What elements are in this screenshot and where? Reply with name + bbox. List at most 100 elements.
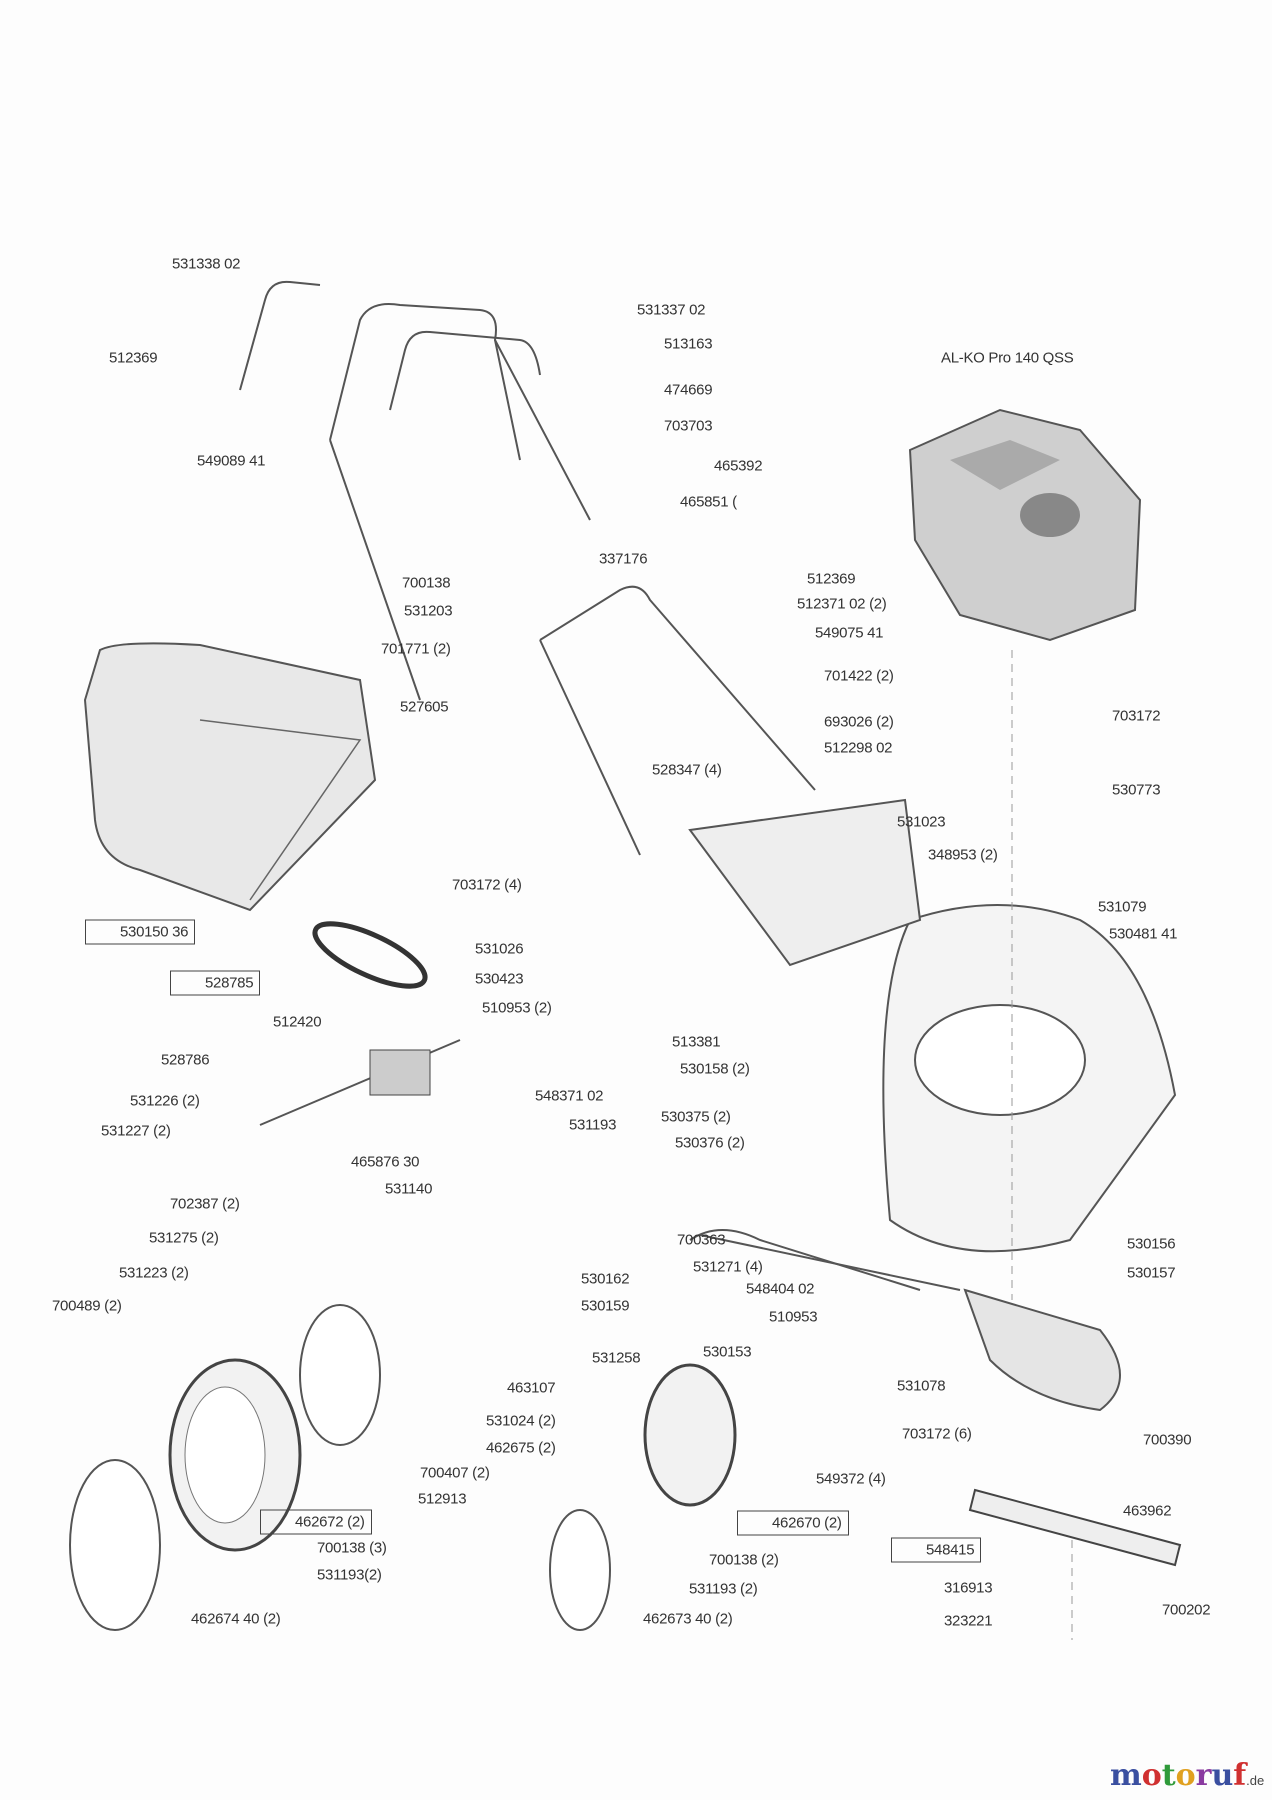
- part-number-label: 528786: [161, 1051, 210, 1069]
- part-number-label: 531079: [1098, 898, 1147, 916]
- gearbox: [369, 1049, 431, 1096]
- part-number-label: 700407 (2): [420, 1464, 490, 1482]
- part-number-label: 531193: [569, 1116, 617, 1134]
- part-number-label: 693026 (2): [824, 713, 894, 731]
- handle-crossbar-front: [389, 330, 541, 411]
- logo-letter: o: [1141, 1758, 1162, 1793]
- part-number-label: 530159: [581, 1297, 630, 1315]
- blade-adapter: [963, 1288, 1121, 1412]
- handle-crossbar-rear: [239, 280, 321, 391]
- part-number-label: 462672 (2): [260, 1509, 372, 1535]
- part-number-label: 531275 (2): [149, 1229, 219, 1247]
- belt: [312, 921, 428, 989]
- part-number-label: 531223 (2): [119, 1264, 189, 1282]
- part-number-label: 703172 (4): [452, 876, 522, 894]
- part-number-label: 700363: [677, 1231, 726, 1249]
- part-number-label: 531078: [897, 1377, 946, 1395]
- part-number-label: 512298 02: [824, 739, 893, 757]
- part-number-label: 528347 (4): [652, 761, 722, 779]
- part-number-label: 549075 41: [815, 624, 884, 642]
- part-number-label: 527605: [400, 698, 449, 716]
- rear-hubcap: [69, 1459, 161, 1631]
- part-number-label: 530156: [1127, 1235, 1176, 1253]
- lower-handle: [539, 585, 816, 856]
- part-number-label: 512420: [273, 1013, 322, 1031]
- part-number-label: 701422 (2): [824, 667, 894, 685]
- part-number-label: 703703: [664, 417, 713, 435]
- part-number-label: 462675 (2): [486, 1439, 556, 1457]
- part-number-label: 530376 (2): [675, 1134, 745, 1152]
- logo-letter: t: [1161, 1758, 1176, 1793]
- logo-letter: m: [1110, 1758, 1142, 1793]
- logo-suffix: .de: [1246, 1773, 1265, 1788]
- part-number-label: 510953: [769, 1308, 818, 1326]
- part-number-label: 700489 (2): [52, 1297, 122, 1315]
- part-number-label: 530481 41: [1109, 925, 1178, 943]
- part-number-label: 530157: [1127, 1264, 1176, 1282]
- part-number-label: 513163: [664, 335, 713, 353]
- rear-wheel: [168, 1358, 302, 1552]
- part-number-label: 531271 (4): [693, 1258, 763, 1276]
- part-number-label: 530423: [475, 970, 524, 988]
- upper-handle: [329, 303, 521, 461]
- part-number-label: 531026: [475, 940, 524, 958]
- part-number-label: 531227 (2): [101, 1122, 171, 1140]
- part-number-label: 316913: [944, 1579, 993, 1597]
- engine-model-label: AL-KO Pro 140 QSS: [941, 349, 1074, 367]
- rear-wheel-disc: [299, 1304, 381, 1446]
- part-number-label: 463962: [1123, 1502, 1172, 1520]
- part-number-label: 531023: [897, 813, 946, 831]
- part-number-label: 700138: [402, 574, 451, 592]
- part-number-label: 465392: [714, 457, 763, 475]
- mower-deck: [882, 904, 1177, 1253]
- part-number-label: 531338 02: [172, 255, 241, 273]
- logo-letter: r: [1195, 1758, 1212, 1793]
- part-number-label: 530150 36: [85, 919, 196, 945]
- grass-catcher: [83, 642, 377, 912]
- part-number-label: 700202: [1162, 1601, 1211, 1619]
- part-number-label: 700138 (2): [709, 1551, 779, 1569]
- part-number-label: 530375 (2): [661, 1108, 731, 1126]
- motoruf-logo: motoruf.de: [1110, 1758, 1264, 1793]
- part-number-label: 531203: [404, 602, 453, 620]
- part-number-label: 465876 30: [351, 1153, 420, 1171]
- part-number-label: 548415: [891, 1537, 982, 1563]
- rear-flap: [688, 798, 922, 967]
- part-number-label: 530162: [581, 1270, 630, 1288]
- part-number-label: 513381: [672, 1033, 721, 1051]
- upper-handle-bar: [329, 339, 591, 701]
- part-number-label: 549089 41: [197, 452, 266, 470]
- part-number-label: 465851 (: [680, 493, 737, 511]
- front-hubcap: [549, 1509, 611, 1631]
- part-number-label: 474669: [664, 381, 713, 399]
- part-number-label: 531193 (2): [689, 1580, 758, 1598]
- part-number-label: 548404 02: [746, 1280, 815, 1298]
- front-wheel: [643, 1363, 737, 1507]
- part-number-label: 531193(2): [317, 1566, 382, 1584]
- part-number-label: 510953 (2): [482, 999, 552, 1017]
- logo-letter: f: [1233, 1758, 1247, 1793]
- part-number-label: 702387 (2): [170, 1195, 240, 1213]
- part-number-label: 548371 02: [535, 1087, 604, 1105]
- assembly-guidelines: [1011, 650, 1073, 1640]
- height-lever: [689, 1229, 921, 1291]
- part-number-label: 463107: [507, 1379, 556, 1397]
- part-number-label: 512369: [807, 570, 856, 588]
- part-number-label: 531226 (2): [130, 1092, 200, 1110]
- part-number-label: 701771 (2): [381, 640, 451, 658]
- part-number-label: 323221: [944, 1612, 993, 1630]
- part-number-label: 528785: [170, 970, 261, 996]
- part-number-label: 531140: [385, 1180, 433, 1198]
- part-number-label: 348953 (2): [928, 846, 998, 864]
- part-number-label: 530158 (2): [680, 1060, 750, 1078]
- part-number-label: 462673 40 (2): [643, 1610, 733, 1628]
- part-number-label: 700390: [1143, 1431, 1192, 1449]
- part-number-label: 462670 (2): [737, 1510, 849, 1536]
- part-number-label: 530153: [703, 1343, 752, 1361]
- part-number-label: 512913: [418, 1490, 467, 1508]
- part-number-label: 703172 (6): [902, 1425, 972, 1443]
- blade: [968, 1488, 1182, 1567]
- part-number-label: 531258: [592, 1349, 641, 1367]
